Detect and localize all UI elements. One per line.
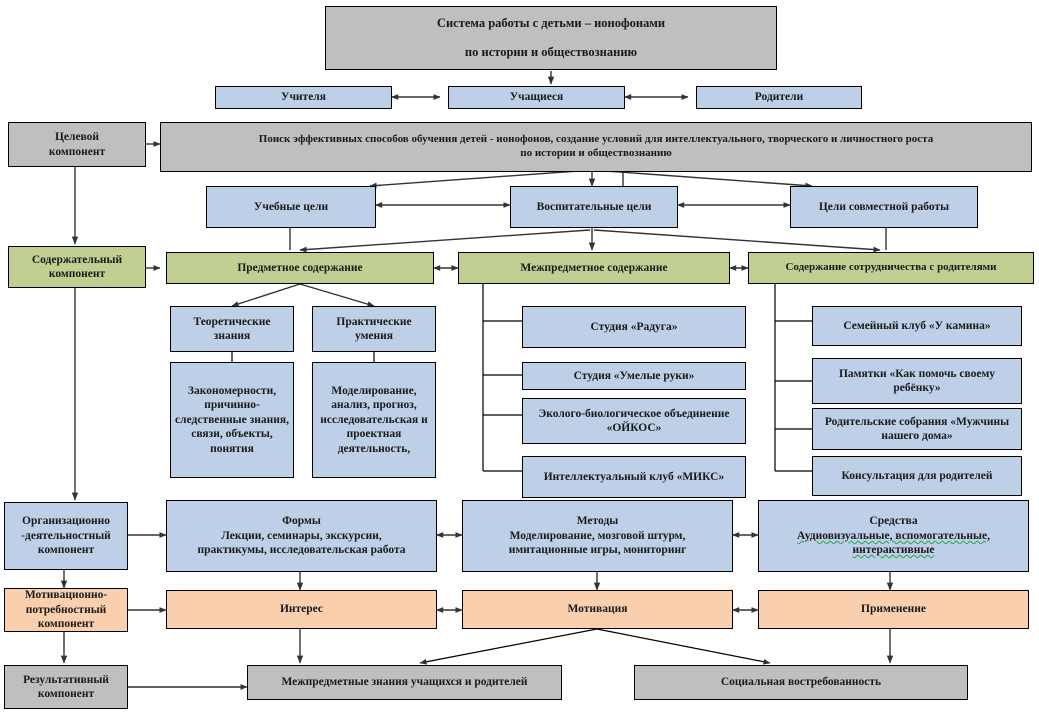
activity-means[interactable]: Средства Аудиовизуальные, вспомогательны… bbox=[758, 500, 1029, 572]
motivation-motivation[interactable]: Мотивация bbox=[462, 590, 733, 629]
parents-item-4[interactable]: Консультация для родителей bbox=[812, 456, 1022, 496]
component-motiv-line-2: потребностный bbox=[25, 603, 107, 616]
interdisciplinary-item-3[interactable]: Эколого-биологическое объединение «ОЙКОС… bbox=[522, 398, 746, 444]
interdisciplinary-item-4[interactable]: Интеллектуальный клуб «МИКС» bbox=[522, 456, 746, 498]
component-target-line-1: Целевой bbox=[54, 131, 100, 144]
means-title: Средства bbox=[869, 515, 918, 528]
component-motivational[interactable]: Мотивационно- потребностный компонент bbox=[4, 588, 128, 632]
component-target-line-2: компонент bbox=[48, 145, 106, 158]
result-social-demand[interactable]: Социальная востребованность bbox=[634, 665, 968, 700]
activity-methods[interactable]: Методы Моделирование, мозговой штурм, им… bbox=[462, 500, 733, 572]
goal-statement-line-2: по истории и обществознанию bbox=[520, 147, 672, 159]
means-body-line-1: Аудиовизуальные, вспомогательные, bbox=[797, 529, 990, 542]
component-org-line-1: Организационно bbox=[22, 515, 110, 528]
practice-line-2: умения bbox=[354, 330, 393, 342]
interdisciplinary-item-1[interactable]: Студия «Радуга» bbox=[522, 306, 746, 348]
subject-practical-skills[interactable]: Практические умения bbox=[312, 306, 436, 352]
component-motiv-line-1: Мотивационно- bbox=[24, 589, 108, 602]
result-interdisciplinary-knowledge[interactable]: Межпредметные знания учащихся и родителе… bbox=[247, 665, 562, 700]
title-line-2: по истории и обществознанию bbox=[464, 44, 638, 59]
methods-body-line-1: Моделирование, мозговой штурм, bbox=[509, 529, 686, 542]
subject-theory-detail[interactable]: Закономерности, причинно-следственные зн… bbox=[170, 362, 294, 478]
forms-body-line-2: практикумы, исследовательская работа bbox=[197, 544, 406, 557]
practice-line-1: Практические bbox=[336, 315, 412, 328]
content-subject[interactable]: Предметное содержание bbox=[166, 252, 434, 284]
goal-statement-line-1: Поиск эффективных способов обучения дете… bbox=[258, 133, 934, 146]
title-line-1: Система работы с детьми – ионофонами bbox=[436, 15, 666, 30]
actor-parents[interactable]: Родители bbox=[696, 86, 862, 109]
goal-educational[interactable]: Учебные цели bbox=[206, 186, 376, 228]
goal-upbringing[interactable]: Воспитательные цели bbox=[510, 186, 678, 228]
motivation-application[interactable]: Применение bbox=[758, 590, 1029, 629]
subject-practice-detail[interactable]: Моделирование, анализ, прогноз, исследов… bbox=[312, 362, 436, 478]
content-interdisciplinary[interactable]: Межпредметное содержание bbox=[458, 252, 730, 284]
goal-joint-work[interactable]: Цели совместной работы bbox=[790, 186, 978, 228]
component-result-line-2: компонент bbox=[37, 688, 95, 700]
component-motiv-line-3: компонент bbox=[37, 618, 95, 631]
parents-item-3[interactable]: Родительские собрания «Мужчины нашего до… bbox=[812, 408, 1022, 450]
forms-title: Формы bbox=[282, 515, 321, 528]
theory-line-2: знания bbox=[213, 330, 251, 342]
component-content-line-1: Содержательный bbox=[31, 253, 123, 266]
goal-statement: Поиск эффективных способов обучения дете… bbox=[160, 122, 1032, 172]
actor-students[interactable]: Учащиеся bbox=[448, 86, 625, 109]
parents-item-1[interactable]: Семейный клуб «У камина» bbox=[812, 306, 1022, 346]
theory-line-1: Теоретические bbox=[193, 315, 271, 328]
content-parents-cooperation[interactable]: Содержание сотрудничества с родителями bbox=[748, 252, 1034, 284]
component-organizational[interactable]: Организационно -деятельностный компонент bbox=[4, 502, 128, 570]
means-body-line-2: интерактивные bbox=[852, 544, 935, 557]
actor-teachers[interactable]: Учителя bbox=[215, 86, 392, 109]
subject-theoretical-knowledge[interactable]: Теоретические знания bbox=[170, 306, 294, 352]
component-org-line-3: компонент bbox=[37, 544, 95, 557]
motivation-interest[interactable]: Интерес bbox=[166, 590, 437, 629]
activity-forms[interactable]: Формы Лекции, семинары, экскурсии, практ… bbox=[166, 500, 437, 572]
forms-body-line-1: Лекции, семинары, экскурсии, bbox=[221, 529, 382, 542]
component-content-line-2: компонент bbox=[48, 268, 106, 280]
component-result-line-1: Результативный bbox=[23, 673, 109, 686]
component-result[interactable]: Результативный компонент bbox=[4, 665, 128, 709]
diagram-title: Система работы с детьми – ионофонами по … bbox=[325, 6, 777, 70]
parents-item-2[interactable]: Памятки «Как помочь своему ребёнку» bbox=[812, 358, 1022, 404]
interdisciplinary-item-2[interactable]: Студия «Умелые руки» bbox=[522, 362, 746, 390]
methods-body-line-2: имитационные игры, мониторинг bbox=[508, 544, 687, 557]
component-content[interactable]: Содержательный компонент bbox=[8, 246, 146, 288]
methods-title: Методы bbox=[576, 515, 619, 528]
component-org-line-2: -деятельностный bbox=[21, 529, 111, 542]
component-target[interactable]: Целевой компонент bbox=[8, 122, 146, 167]
